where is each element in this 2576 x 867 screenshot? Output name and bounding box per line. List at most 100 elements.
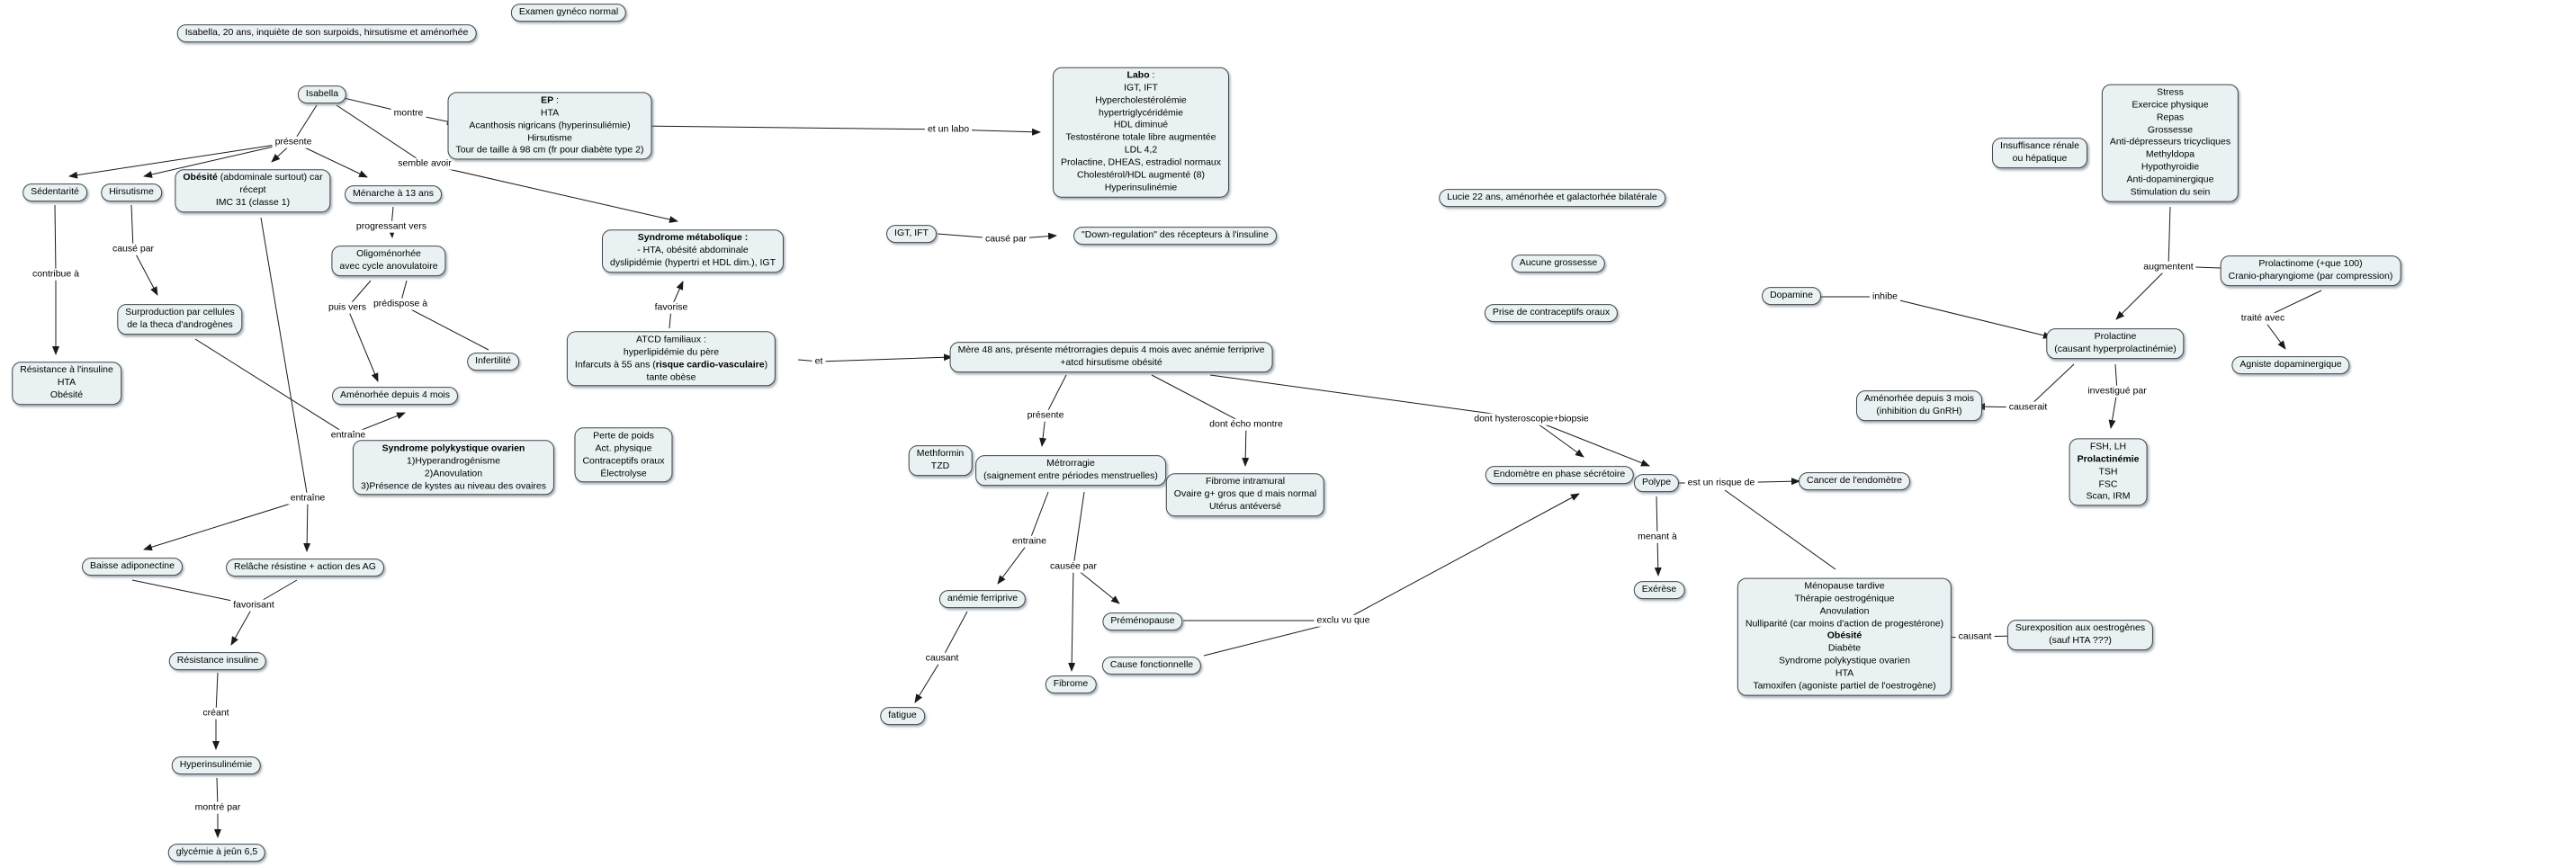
- node-amenorrhee-3-mois[interactable]: Aménorhée depuis 3 mois(inhibition du Gn…: [1856, 390, 1982, 421]
- link-label-presente-isabella[interactable]: présente: [272, 136, 315, 148]
- link-label-favorise[interactable]: favorise: [651, 301, 691, 314]
- edge-cause-fonctionnelle-to-exclu-vu-que: [1203, 620, 1344, 657]
- node-baisse-adiponectine[interactable]: Baisse adiponectine: [82, 558, 183, 576]
- link-label-causant-fatigue[interactable]: causant: [922, 652, 962, 665]
- node-aucune-grossesse[interactable]: Aucune grossesse: [1511, 255, 1606, 273]
- node-hyperinsulinemie[interactable]: Hyperinsulinémie: [171, 756, 261, 774]
- link-label-menant-a[interactable]: menant à: [1635, 531, 1680, 543]
- link-label-montre-par[interactable]: montré par: [192, 801, 244, 814]
- node-cause-fonctionnelle[interactable]: Cause fonctionnelle: [1101, 657, 1202, 675]
- link-label-dont-echo-montre[interactable]: dont écho montre: [1207, 418, 1286, 431]
- link-label-traite-avec[interactable]: traité avec: [2238, 312, 2288, 325]
- node-sedentarite[interactable]: Sédentarité: [22, 183, 87, 201]
- node-igt-ift[interactable]: IGT, IFT: [886, 225, 937, 243]
- node-lucie[interactable]: Lucie 22 ans, aménorhée et galactorhée b…: [1439, 189, 1665, 207]
- node-menarche[interactable]: Ménarche à 13 ans: [345, 185, 442, 203]
- edge-obesite-to-entraine-obesite: [260, 217, 309, 499]
- link-label-causerait[interactable]: causerait: [2006, 401, 2051, 414]
- link-label-cause-par-igt[interactable]: causé par: [982, 233, 1030, 246]
- link-label-causant-surexposition[interactable]: causant: [1955, 630, 1995, 643]
- node-down-regulation[interactable]: "Down-regulation" des récepteurs à l'ins…: [1073, 227, 1277, 245]
- link-label-investigue-par[interactable]: investigué par: [2085, 385, 2150, 398]
- node-polype[interactable]: Polype: [1633, 474, 1680, 492]
- node-metrorragie[interactable]: Métrorragie(saignement entre périodes me…: [975, 455, 1166, 486]
- edge-menopause-facteurs-to-est-un-risque-de: [1724, 489, 1836, 570]
- edge-presente-isabella-to-hirsutisme: [143, 141, 294, 178]
- node-infertilite[interactable]: Infertilité: [467, 353, 519, 371]
- link-label-predispose-a[interactable]: prédispose à: [370, 298, 431, 310]
- node-cancer-endometre[interactable]: Cancer de l'endomètre: [1799, 472, 1910, 490]
- link-label-causee-par[interactable]: causée par: [1047, 560, 1100, 573]
- link-label-creant[interactable]: créant: [200, 707, 232, 720]
- link-label-exclu-vu-que[interactable]: exclu vu que: [1314, 614, 1373, 627]
- node-prolactine[interactable]: Prolactine(causant hyperprolactinémie): [2046, 328, 2185, 359]
- node-resistance-insuline[interactable]: Résistance insuline: [168, 652, 267, 670]
- node-case-isabella[interactable]: Isabella, 20 ans, inquiète de son surpoi…: [176, 24, 477, 42]
- link-label-contribue-a[interactable]: contribue à: [30, 268, 82, 281]
- link-label-entraine-spo[interactable]: entraîne: [328, 429, 369, 442]
- edge-entraine-obesite-to-baisse-adiponectine: [143, 497, 309, 551]
- edge-oligomenorrhee-to-infertilite: [399, 280, 489, 351]
- link-label-cause-par-hirsutisme[interactable]: causé par: [109, 243, 157, 255]
- link-label-presente-mere[interactable]: présente: [1024, 409, 1067, 422]
- node-dopamine[interactable]: Dopamine: [1762, 287, 1821, 305]
- node-fibrome[interactable]: Fibrome: [1045, 675, 1097, 693]
- edge-favorisant-to-resistance-insuline: [230, 604, 255, 646]
- node-surexposition[interactable]: Surexposition aux oestrogènes(sauf HTA ?…: [2006, 620, 2154, 650]
- node-glycemie-a-jeun[interactable]: glycémie à jeûn 6,5: [167, 844, 266, 862]
- edge-oligomenorrhee-to-amenorrhee-4-mois: [346, 280, 379, 382]
- edge-dont-hysteroscopie-biopsie-to-endometre: [1530, 418, 1584, 458]
- node-prise-contraceptifs[interactable]: Prise de contraceptifs oraux: [1484, 304, 1619, 322]
- edge-presente-isabella-to-sedentarite: [68, 141, 294, 179]
- link-label-augmentent[interactable]: augmentent: [2141, 261, 2196, 273]
- edge-metrorragie-to-causee-par: [1073, 491, 1085, 568]
- node-examen-gyneco[interactable]: Examen gynéco normal: [510, 4, 627, 22]
- edge-causee-par-to-premenopause: [1073, 566, 1120, 604]
- link-label-et[interactable]: et: [812, 355, 826, 368]
- edge-causee-par-to-fibrome: [1068, 566, 1076, 672]
- node-prolactinome[interactable]: Prolactinome (+que 100)Cranio-pharyngiom…: [2220, 255, 2401, 286]
- link-label-puis-vers[interactable]: puis vers: [325, 301, 370, 314]
- node-endometre[interactable]: Endomètre en phase sécrétoire: [1485, 466, 1634, 484]
- node-agniste-dopaminergique[interactable]: Agniste dopaminergique: [2231, 356, 2350, 374]
- edge-mere-48-ans-to-dont-hysteroscopie-biopsie: [1209, 374, 1532, 420]
- node-anemie-ferriprive[interactable]: anémie ferriprive: [938, 590, 1027, 608]
- link-label-favorisant[interactable]: favorisant: [230, 599, 277, 612]
- node-fatigue[interactable]: fatigue: [880, 707, 925, 725]
- link-label-est-un-risque-de[interactable]: est un risque de: [1684, 477, 1758, 489]
- node-isabella[interactable]: Isabella: [297, 85, 347, 103]
- link-label-semble-avoir[interactable]: semble avoir: [395, 157, 454, 170]
- link-label-et-un-labo[interactable]: et un labo: [924, 123, 973, 136]
- link-label-entraine-obesite[interactable]: entraîne: [287, 492, 328, 505]
- edge-entraine-obesite-to-relache-resistine: [303, 497, 311, 552]
- node-amenorrhee-4-mois[interactable]: Aménorhée depuis 4 mois: [332, 387, 458, 405]
- node-syndrome-metabolique[interactable]: Syndrome métabolique :- HTA, obésité abd…: [602, 229, 784, 273]
- link-label-montre[interactable]: montre: [390, 107, 426, 120]
- link-label-inhibe[interactable]: inhibe: [1869, 290, 1901, 303]
- node-premenopause[interactable]: Préménopause: [1102, 612, 1183, 630]
- edge-isabella-to-presente-isabella: [292, 104, 318, 143]
- node-hirsutisme[interactable]: Hirsutisme: [101, 183, 162, 201]
- link-label-progressant-vers[interactable]: progressant vers: [353, 220, 430, 233]
- link-label-dont-hysteroscopie-biopsie[interactable]: dont hysteroscopie+biopsie: [1471, 413, 1592, 425]
- node-relache-resistine[interactable]: Relâche résistine + action des AG: [226, 559, 384, 577]
- node-exerese[interactable]: Exérèse: [1633, 581, 1685, 599]
- link-label-entraine-metrorragie[interactable]: entraine: [1010, 535, 1049, 548]
- node-mere-48-ans[interactable]: Mère 48 ans, présente métrorragies depui…: [949, 342, 1273, 372]
